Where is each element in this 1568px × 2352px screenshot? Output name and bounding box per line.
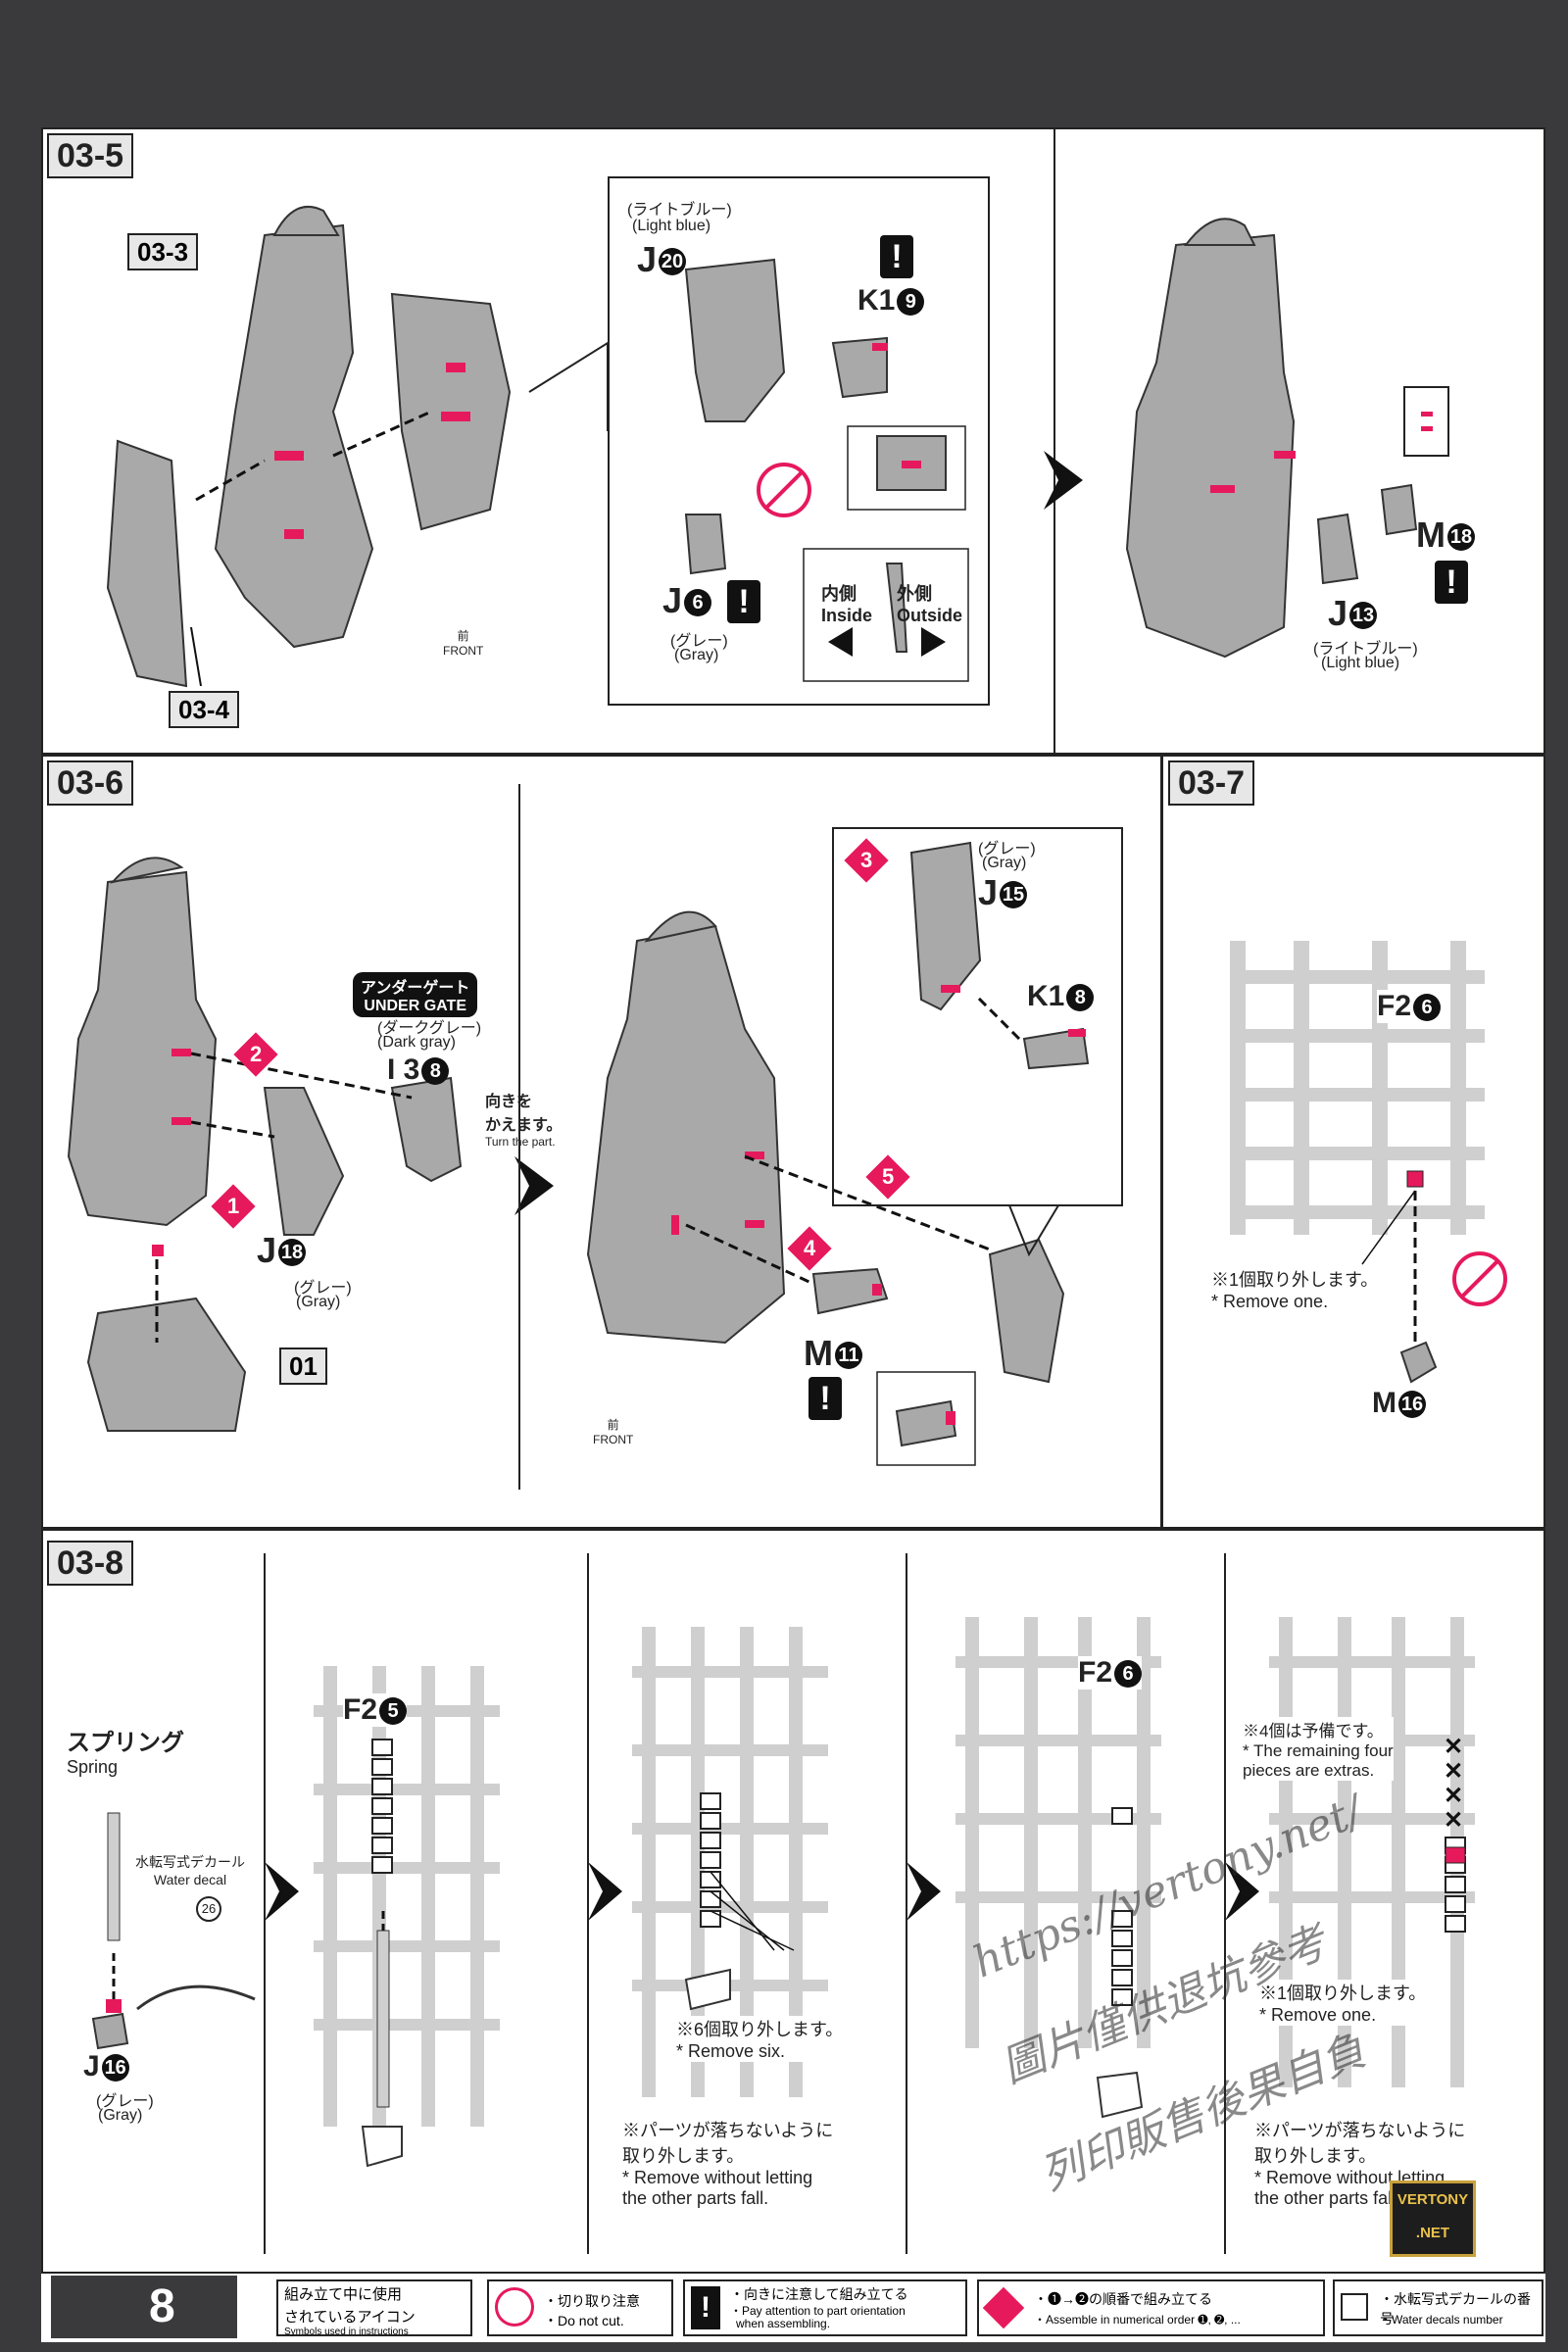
j6-color-jp: (グレー) xyxy=(670,633,728,650)
turn-part-note: 向きをかえます。Turn the part. xyxy=(485,1094,563,1149)
panel-divider xyxy=(1054,127,1055,755)
j18-color-en: (Gray) xyxy=(296,1294,341,1310)
legend-order: ・➊→➋の順番で組み立てる ・Assemble in numerical ord… xyxy=(977,2279,1325,2336)
step-label-03-7: 03-7 xyxy=(1168,760,1255,806)
svg-text:✕: ✕ xyxy=(1444,1807,1463,1834)
orientation-warning-icon: ! xyxy=(880,235,913,278)
j18-color-jp: (グレー) xyxy=(294,1280,352,1297)
no-fall-note: ※パーツが落ちないように取り外します。* Remove without lett… xyxy=(622,2121,834,2208)
j15-color-jp: (グレー) xyxy=(978,841,1036,858)
order-number-icon xyxy=(982,2286,1025,2329)
legend-decal: ・水転写式デカールの番号 ・Water decals number xyxy=(1333,2279,1544,2336)
svg-text:✕: ✕ xyxy=(1444,1758,1463,1785)
legend-do-not-cut: ・切り取り注意 ・Do not cut. xyxy=(487,2279,673,2336)
ref-tag-03-3: 03-3 xyxy=(127,233,199,270)
j13-color-jp: (ライトブルー) xyxy=(1313,641,1418,658)
i38-color-jp: (ダークグレー) xyxy=(377,1020,482,1037)
vertony-logo: VERTONY .NET xyxy=(1390,2180,1476,2257)
decal-number: 26 xyxy=(196,1896,221,1922)
no-fall-note-b: ※パーツが落ちないように取り外します。* Remove without lett… xyxy=(1254,2121,1466,2208)
exclamation-icon: ! xyxy=(691,2286,720,2329)
ref-tag-03-4: 03-4 xyxy=(169,691,240,728)
svg-text:✕: ✕ xyxy=(1444,1783,1463,1809)
step-label-03-8: 03-8 xyxy=(47,1541,134,1586)
orientation-warning-icon: ! xyxy=(808,1377,842,1420)
j16-color-jp: (グレー) xyxy=(96,2093,154,2110)
j16-color-en: (Gray) xyxy=(98,2107,143,2124)
i38-color-en: (Dark gray) xyxy=(377,1034,457,1051)
panel-03-7 xyxy=(1161,755,1545,1529)
do-not-cut-icon xyxy=(495,2287,534,2327)
legend-title: 組み立て中に使用 されているアイコン Symbols used in instr… xyxy=(276,2279,472,2337)
step-label-03-6: 03-6 xyxy=(47,760,134,806)
footer-legend: 8 組み立て中に使用 されているアイコン Symbols used in ins… xyxy=(41,2274,1545,2342)
remove-one-note: ※1個取り外します。* Remove one. xyxy=(1211,1266,1379,1312)
page-number: 8 xyxy=(51,2276,237,2338)
j6-color-en: (Gray) xyxy=(674,647,719,663)
j20-color-jp: (ライトブルー) xyxy=(627,202,732,219)
svg-text:✕: ✕ xyxy=(1444,1734,1463,1760)
remove-one-note-b: ※1個取り外します。* Remove one. xyxy=(1259,1980,1427,2026)
j15-color-en: (Gray) xyxy=(982,855,1027,871)
step-label-03-5: 03-5 xyxy=(47,133,134,178)
orientation-warning-icon: ! xyxy=(727,580,760,623)
torso-assembly-left xyxy=(106,206,512,688)
legend-orientation: ! ・向きに注意して組み立てる ・Pay attention to part o… xyxy=(683,2279,967,2336)
j13-color-en: (Light blue) xyxy=(1321,655,1400,671)
orientation-warning-icon: ! xyxy=(1435,561,1468,604)
panel-03-8 xyxy=(41,1529,1545,2274)
j20-color-en: (Light blue) xyxy=(632,218,711,234)
remove-six-note: ※6個取り外します。* Remove six. xyxy=(676,2016,844,2062)
decal-icon xyxy=(1341,2293,1368,2321)
ref-tag-01: 01 xyxy=(279,1348,327,1385)
